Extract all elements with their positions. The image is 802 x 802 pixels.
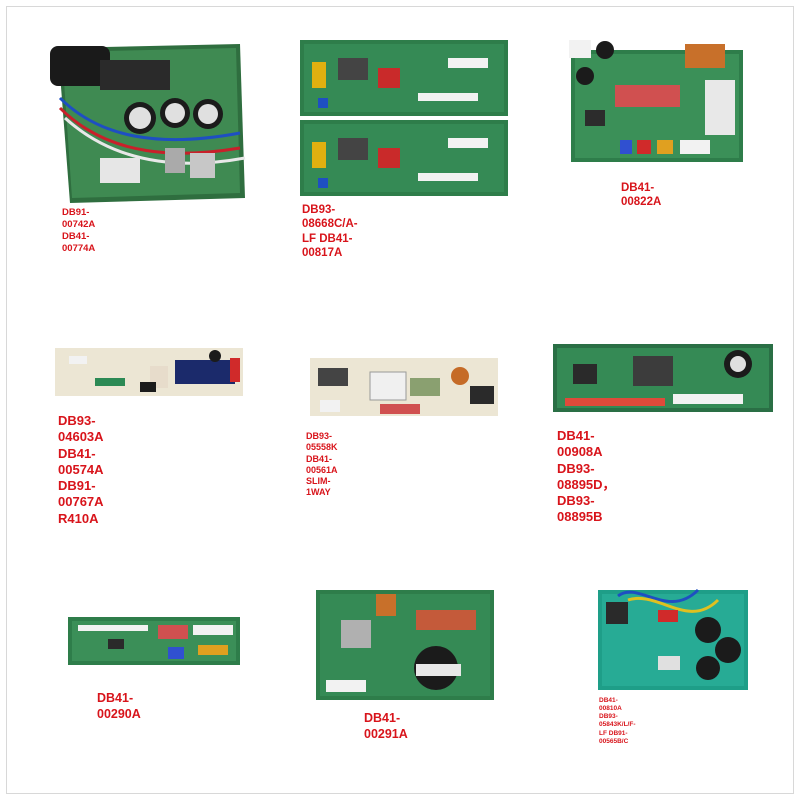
product-caption-3: DB41-00822A [621, 182, 662, 209]
product-photo-3 [569, 40, 743, 162]
product-photo-1 [50, 44, 246, 203]
product-photo-7 [68, 617, 240, 665]
product-photo-9 [598, 588, 748, 690]
product-caption-5: DB93-05558K DB41-00561A SLIM-1WAY [306, 431, 338, 498]
product-photo-2 [300, 40, 508, 196]
product-photo-8 [316, 590, 494, 700]
product-caption-9: DB41-00810A DB93-05843K/L/F-LF DB91-0056… [599, 697, 636, 745]
product-photo-5 [310, 358, 498, 416]
product-caption-6: DB41-00908A DB93-08895D， DB93-08895B [557, 428, 616, 525]
product-caption-8: DB41-00291A [364, 711, 408, 741]
product-caption-4: DB93-04603A DB41-00574A DB91-00767A R410… [58, 413, 104, 526]
product-caption-1: DB91-00742A DB41-00774A [62, 207, 96, 254]
gallery-frame [6, 6, 794, 794]
product-caption-7: DB41-00290A [97, 691, 141, 721]
product-caption-2: DB93-08668C/A-LF DB41-00817A [302, 204, 358, 260]
product-photo-4 [55, 348, 243, 396]
product-photo-6 [553, 344, 773, 412]
